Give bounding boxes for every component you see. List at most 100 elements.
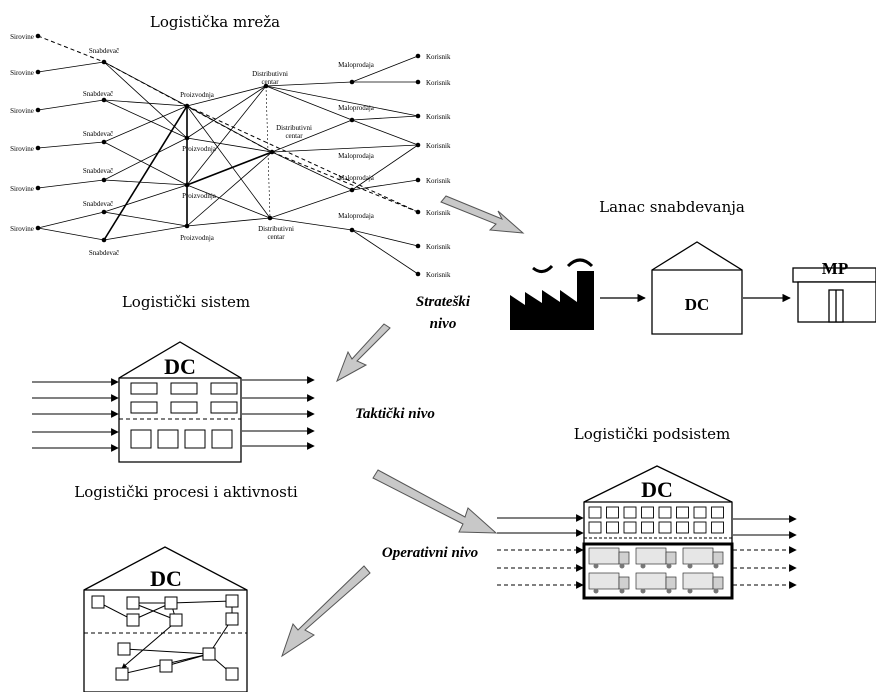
customer-label: Korisnik: [426, 177, 451, 185]
storage-cell: [606, 521, 619, 534]
storage-cell: [693, 521, 707, 534]
network-edge: [37, 61, 105, 73]
supplier-label: Snabdevač: [83, 90, 113, 98]
supplier-label: Snabdevač: [89, 47, 119, 55]
truck-wheel: [687, 563, 693, 569]
network-node: [415, 243, 421, 249]
storage-cell: [676, 521, 689, 534]
storage-cell: [641, 506, 654, 519]
system-dc-label: DC: [164, 354, 196, 379]
network-edge: [351, 119, 419, 146]
storage-cell: [658, 506, 672, 519]
network-edge: [103, 184, 188, 213]
production-label: Proizvodnja: [182, 192, 217, 200]
network-node: [415, 113, 421, 119]
network-node: [349, 79, 355, 85]
raw-material-label: Sirovine: [10, 107, 34, 115]
customer-label: Korisnik: [426, 209, 451, 217]
process-activity-box: [225, 594, 239, 608]
processes-dc-label: DC: [150, 566, 182, 591]
network-node: [101, 139, 107, 145]
network-node: [415, 53, 421, 59]
subsystem-storage-grid: [588, 506, 724, 534]
network-node: [35, 145, 41, 151]
network-edge-dotted: [265, 85, 271, 219]
supplier-label: Snabdevač: [89, 249, 119, 257]
customer-label: Korisnik: [426, 271, 451, 279]
transition-arrow-activities: [281, 565, 371, 658]
process-link: [132, 602, 177, 621]
process-activity-box: [225, 667, 239, 681]
network-node: [101, 177, 107, 183]
transition-arrow-tactical: [336, 323, 391, 383]
network-node: [35, 225, 41, 231]
network-node: [101, 209, 107, 215]
truck-body: [682, 572, 714, 590]
network-node: [101, 237, 107, 243]
network-edge: [265, 85, 419, 117]
dc-label: Distributivni: [252, 70, 288, 78]
network-edge: [37, 211, 105, 229]
truck-body: [682, 547, 714, 565]
storage-cell: [623, 506, 637, 519]
network-node: [184, 103, 190, 109]
network-edge: [37, 141, 105, 149]
network-edge: [351, 115, 419, 121]
process-activity-box: [202, 647, 216, 661]
system-dc-storage-units: [130, 382, 238, 449]
network-edge-dashed: [103, 61, 273, 153]
dc-label: centar: [261, 78, 279, 86]
network-edge: [186, 217, 271, 227]
network-edge-dashed: [186, 105, 419, 213]
storage-unit: [130, 429, 152, 449]
truck-cab: [665, 551, 677, 565]
subsystem-flow-arrows: [497, 514, 797, 589]
network-edge: [265, 81, 353, 87]
network-edge: [351, 55, 419, 83]
storage-cell: [641, 521, 654, 534]
process-link: [123, 648, 210, 657]
supply-chain-dc-label: DC: [685, 295, 710, 314]
process-activity-box: [225, 612, 239, 626]
truck-cab: [618, 576, 630, 590]
raw-material-label: Sirovine: [10, 185, 34, 193]
process-link: [121, 619, 179, 669]
network-edge: [186, 85, 267, 139]
network-edge: [103, 137, 188, 181]
storage-unit: [130, 401, 158, 414]
network-edge: [351, 229, 419, 275]
production-label: Proizvodnja: [180, 234, 215, 242]
truck-cab: [712, 551, 724, 565]
tactical-level-label: Taktički nivo: [355, 406, 435, 422]
storage-unit: [157, 429, 179, 449]
network-edge: [103, 179, 188, 186]
customer-label: Korisnik: [426, 79, 451, 87]
title-supply-chain: Lanac snabdevanja: [599, 198, 745, 216]
dc-label: centar: [285, 132, 303, 140]
factory-icon: [510, 258, 594, 330]
storage-unit: [130, 382, 158, 395]
network-node: [349, 187, 355, 193]
dc-label: Distributivni: [276, 124, 312, 132]
network-edge-bold: [186, 151, 273, 186]
network-edge: [103, 105, 188, 143]
process-activity-box: [164, 596, 178, 610]
retail-mp-label: MP: [822, 259, 848, 278]
supplier-label: Snabdevač: [83, 130, 113, 138]
network-edge: [269, 217, 353, 231]
title-logistics-processes: Logistički procesi i aktivnosti: [74, 483, 298, 501]
truck-wheel: [713, 563, 719, 569]
retail-label: Maloprodaja: [338, 152, 375, 160]
storage-cell: [711, 521, 724, 534]
process-activity-box: [117, 642, 131, 656]
network-node: [101, 59, 107, 65]
transition-arrow-strategic: [440, 195, 525, 234]
operational-level-label: Operativni nivo: [382, 545, 478, 561]
network-node: [415, 177, 421, 183]
storage-cell: [676, 506, 689, 519]
network-edge: [103, 141, 188, 186]
network-node: [35, 33, 41, 39]
network-node: [263, 83, 269, 89]
network-edge-dashed: [37, 35, 105, 63]
title-logistics-network: Logistička mreža: [150, 13, 280, 31]
